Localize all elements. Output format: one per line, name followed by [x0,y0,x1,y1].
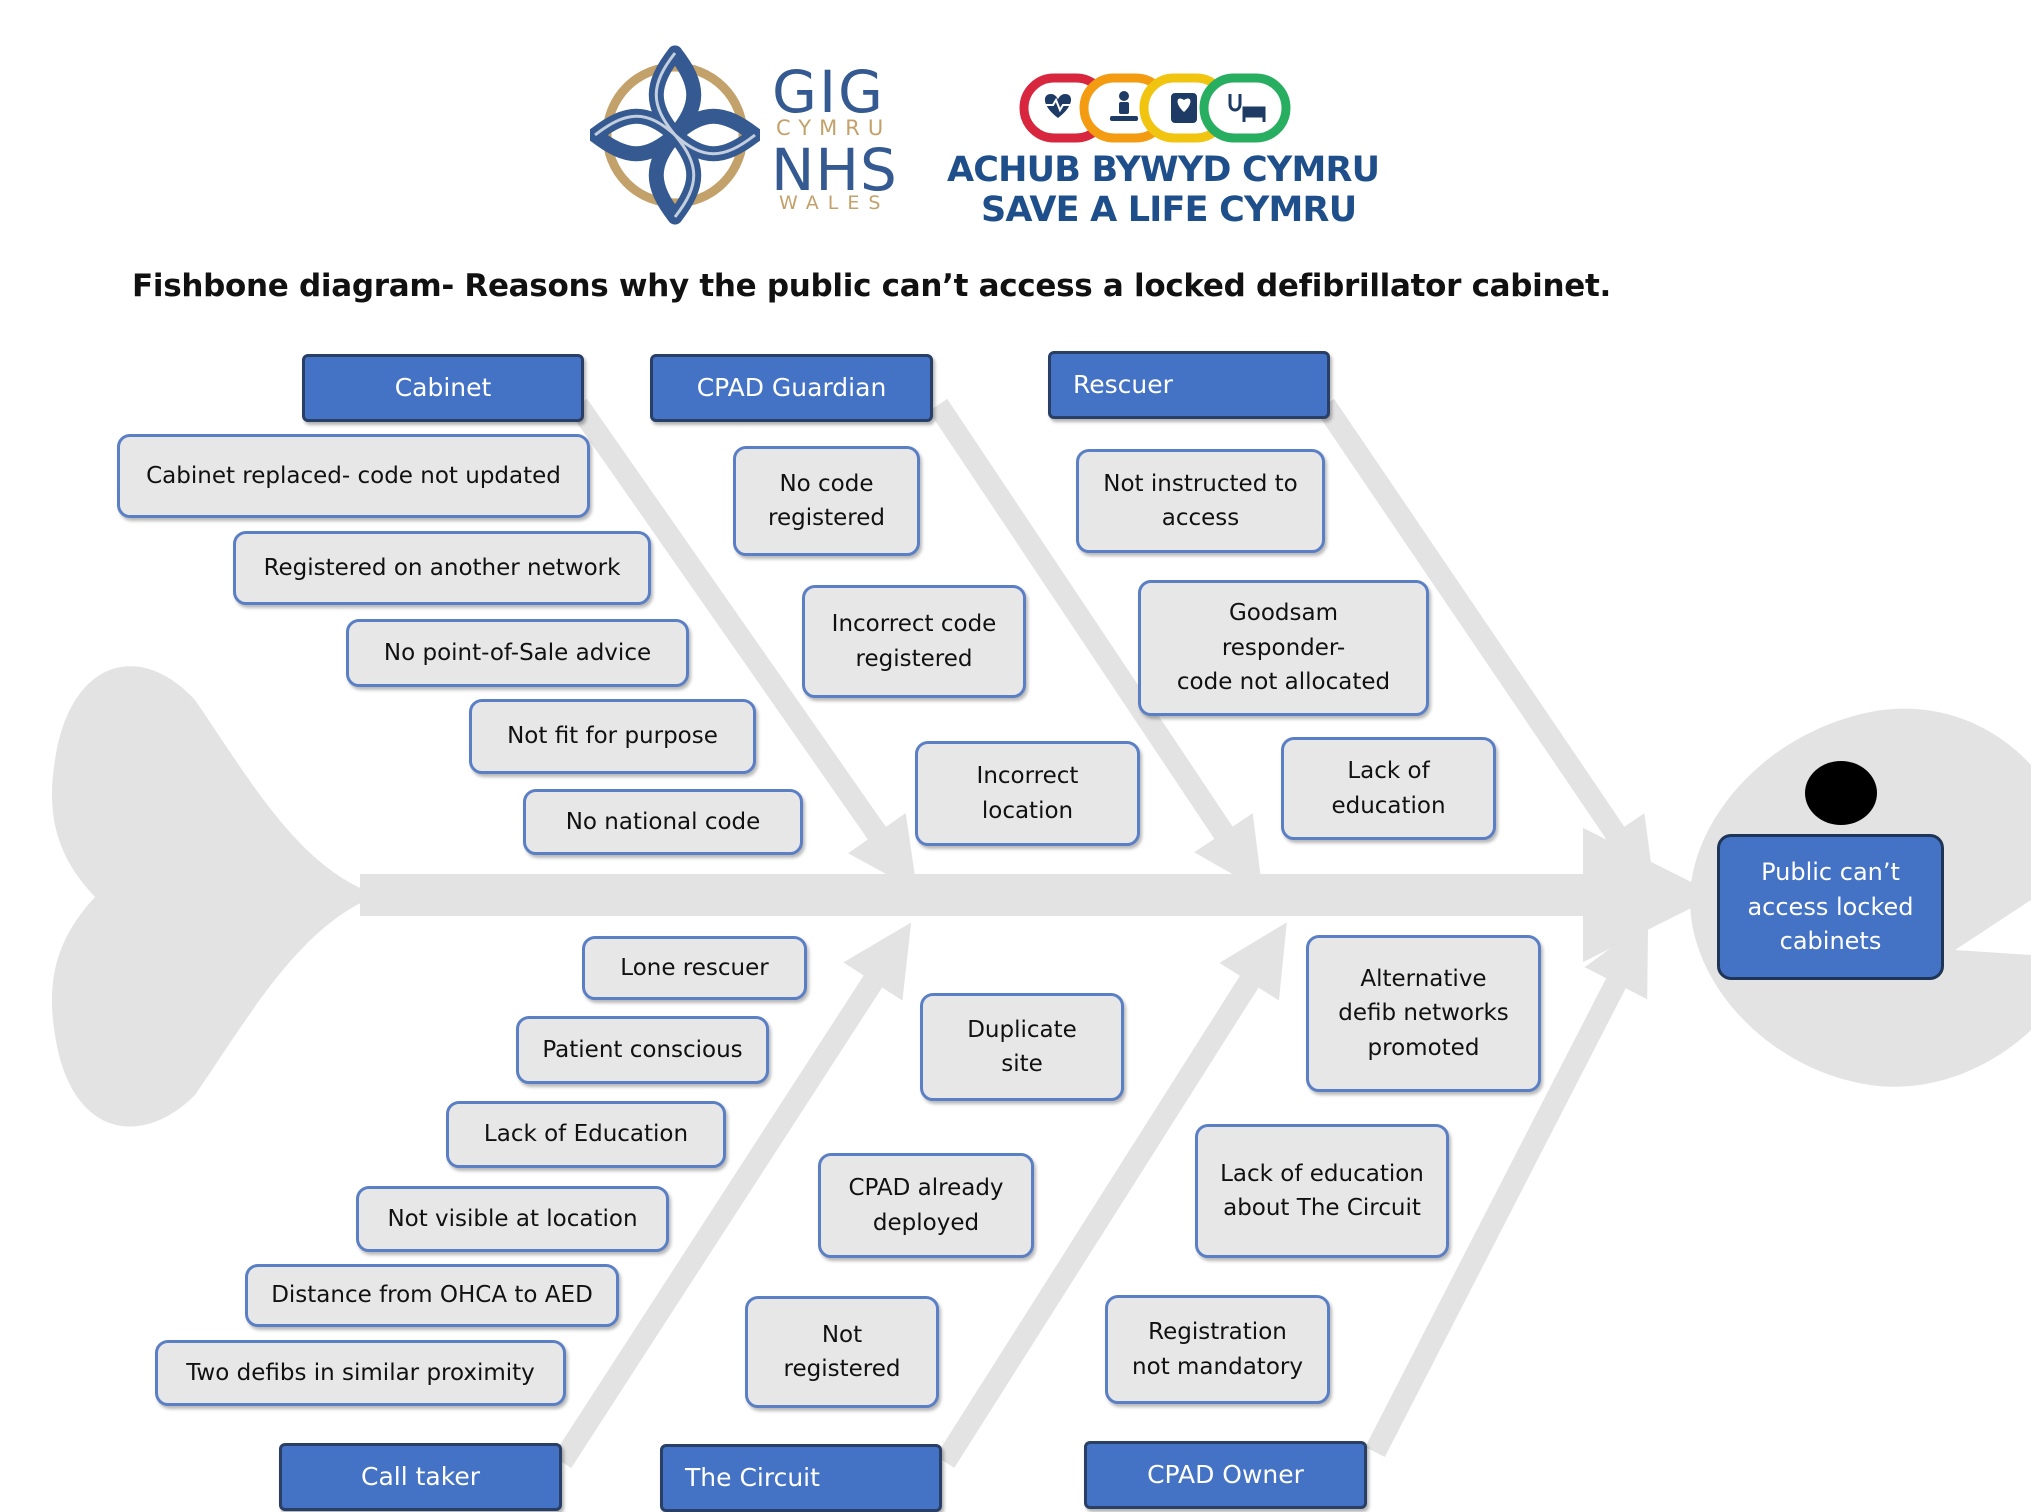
cause-cpad-owner-3: Registration not mandatory [1105,1295,1330,1404]
bone-rescuer [1315,398,1655,892]
save-a-life-rings-logo [1019,73,1291,143]
category-rescuer: Rescuer [1048,351,1330,419]
category-the-circuit: The Circuit [660,1444,942,1512]
fish-eye [1805,761,1877,825]
cause-call-taker-3: Lack of Education [446,1101,726,1168]
cause-cpad-owner-1: Alternative defib networks promoted [1306,935,1541,1092]
cause-cpad-guardian-2: Incorrect code registered [802,585,1026,698]
logo-text-save-a-life: SAVE A LIFE CYMRU [981,190,1357,230]
category-cabinet: Cabinet [302,354,584,422]
cause-cabinet-2: Registered on another network [233,531,651,605]
bone-cpad-owner [1365,920,1649,1458]
defibrillator-icon [1171,93,1197,123]
cause-cabinet-5: No national code [523,789,803,855]
bone-cpad-guardian [928,398,1263,892]
heart-pulse-icon [1044,94,1072,118]
cause-rescuer-2: Goodsam responder- code not allocated [1138,580,1429,716]
cause-call-taker-2: Patient conscious [516,1016,769,1084]
cause-rescuer-3: Lack of education [1281,737,1496,840]
nhs-wales-knot-logo [590,45,760,225]
cause-call-taker-1: Lone rescuer [582,936,807,1000]
stethoscope-bed-icon [1228,94,1266,122]
cause-the-circuit-3: Not registered [745,1296,939,1408]
cause-the-circuit-1: Duplicate site [920,993,1124,1101]
cause-cabinet-4: Not fit for purpose [469,699,756,774]
effect-box: Public can’t access locked cabinets [1717,834,1944,980]
logo-text-wales: WALES [779,192,890,214]
bone-call-taker [552,922,912,1468]
fish-tail [51,666,379,1127]
diagram-title: Fishbone diagram- Reasons why the public… [132,268,1611,304]
category-cpad-guardian: CPAD Guardian [650,354,933,422]
cause-cabinet-1: Cabinet replaced- code not updated [117,434,590,518]
cause-cpad-guardian-1: No code registered [733,446,920,556]
logo-text-cymru: CYMRU [776,116,892,140]
category-cpad-owner: CPAD Owner [1084,1441,1367,1509]
cause-rescuer-1: Not instructed to access [1076,449,1325,553]
cause-cpad-guardian-3: Incorrect location [915,741,1140,846]
bone-the-circuit [935,922,1287,1468]
logo-text-nhs: NHS [771,136,898,204]
cause-the-circuit-2: CPAD already deployed [818,1153,1034,1258]
cause-cpad-owner-2: Lack of education about The Circuit [1195,1124,1449,1258]
logo-text-gig: GIG [772,58,885,126]
cpr-icon [1110,91,1138,121]
bone-cabinet [568,398,918,891]
cause-call-taker-6: Two defibs in similar proximity [155,1340,566,1406]
cause-cabinet-3: No point-of-Sale advice [346,619,689,687]
cause-call-taker-4: Not visible at location [356,1186,669,1252]
cause-call-taker-5: Distance from OHCA to AED [245,1264,619,1327]
logo-text-achub-bywyd: ACHUB BYWYD CYMRU [947,150,1380,190]
